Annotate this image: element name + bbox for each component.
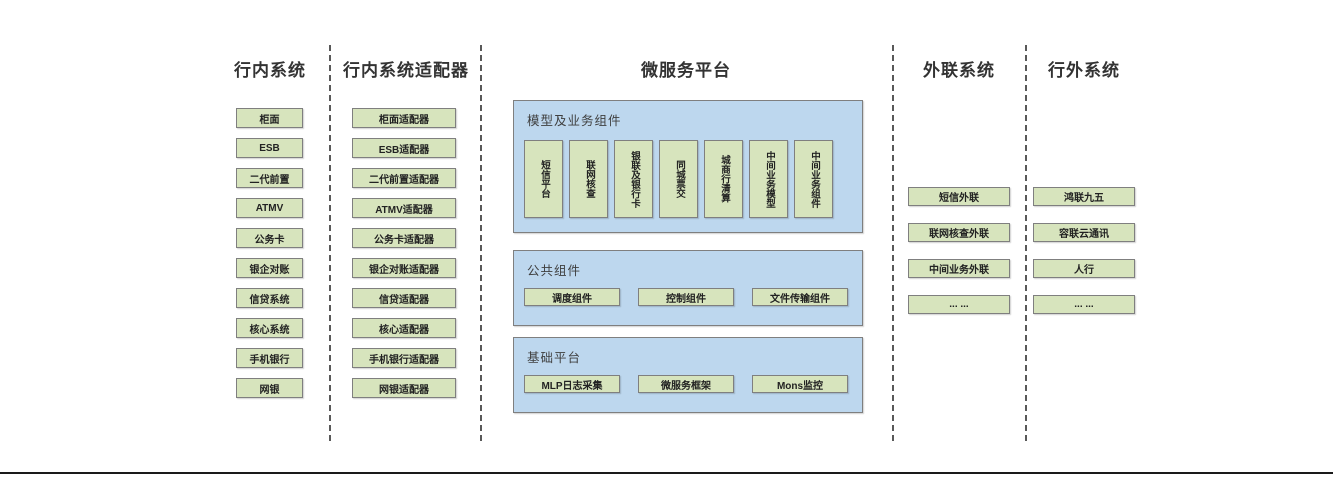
bottom-rule: [0, 472, 1333, 474]
column-separator-1: [329, 45, 331, 441]
external-systems-list: 鸿联九五容联云通讯人行 ... ...: [1033, 187, 1135, 314]
internal-system-box: 银企对账: [236, 258, 303, 278]
internal-adapters-list: 柜面适配器 ESB适配器二代前置适配器 ATMV适配器公务卡适配器银企对账适配器信贷…: [352, 108, 456, 398]
adapter-box: 信贷适配器: [352, 288, 456, 308]
internal-system-box: 公务卡: [236, 228, 303, 248]
internal-systems-list: 柜面 ESB 二代前置 ATMV 公务卡银企对账信贷系统核心系统手机银行网银: [236, 108, 303, 398]
adapter-box: ESB适配器: [352, 138, 456, 158]
panel-model-business-components: 模型及业务组件 短信平台联网核查银联及银行卡同城票交城商行清算中间业务模型中间业…: [513, 100, 863, 233]
common-components-list: 调度组件控制组件文件传输组件: [524, 288, 848, 306]
external-system-box: 鸿联九五: [1033, 187, 1135, 206]
column-separator-4: [1025, 45, 1027, 441]
column-header-outreach-systems: 外联系统: [923, 61, 995, 80]
component-box-vertical: 银联及银行卡: [614, 140, 653, 218]
base-platform-list: MLP日志采集微服务框架 Mons监控: [524, 375, 848, 393]
column-header-microservice-platform: 微服务平台: [641, 61, 731, 80]
panel-title: 基础平台: [527, 351, 582, 365]
column-separator-3: [892, 45, 894, 441]
column-header-internal-adapters: 行内系统适配器: [343, 61, 469, 80]
external-system-box: ... ...: [1033, 295, 1135, 314]
internal-system-box: 核心系统: [236, 318, 303, 338]
component-box: 调度组件: [524, 288, 620, 306]
panel-common-components: 公共组件 调度组件控制组件文件传输组件: [513, 250, 863, 326]
adapter-box: ATMV适配器: [352, 198, 456, 218]
outreach-system-box: 联网核查外联: [908, 223, 1010, 242]
outreach-systems-list: 短信外联联网核查外联中间业务外联 ... ...: [908, 187, 1010, 314]
external-system-box: 人行: [1033, 259, 1135, 278]
adapter-box: 网银适配器: [352, 378, 456, 398]
internal-system-box: 网银: [236, 378, 303, 398]
column-header-internal-systems: 行内系统: [234, 61, 306, 80]
component-box: 微服务框架: [638, 375, 734, 393]
external-system-box: 容联云通讯: [1033, 223, 1135, 242]
outreach-system-box: 短信外联: [908, 187, 1010, 206]
adapter-box: 银企对账适配器: [352, 258, 456, 278]
component-box: 控制组件: [638, 288, 734, 306]
column-separator-2: [480, 45, 482, 441]
component-box: Mons监控: [752, 375, 848, 393]
component-box-vertical: 中间业务模型: [749, 140, 788, 218]
component-box: 文件传输组件: [752, 288, 848, 306]
adapter-box: 柜面适配器: [352, 108, 456, 128]
outreach-system-box: 中间业务外联: [908, 259, 1010, 278]
component-box-vertical: 城商行清算: [704, 140, 743, 218]
internal-system-box: 二代前置: [236, 168, 303, 188]
internal-system-box: ATMV: [236, 198, 303, 218]
model-business-components-list: 短信平台联网核查银联及银行卡同城票交城商行清算中间业务模型中间业务组件: [524, 140, 833, 218]
adapter-box: 手机银行适配器: [352, 348, 456, 368]
adapter-box: 二代前置适配器: [352, 168, 456, 188]
internal-system-box: ESB: [236, 138, 303, 158]
panel-base-platform: 基础平台 MLP日志采集微服务框架 Mons监控: [513, 337, 863, 413]
column-header-external-systems: 行外系统: [1048, 61, 1120, 80]
component-box-vertical: 短信平台: [524, 140, 563, 218]
internal-system-box: 信贷系统: [236, 288, 303, 308]
internal-system-box: 手机银行: [236, 348, 303, 368]
component-box-vertical: 同城票交: [659, 140, 698, 218]
component-box-vertical: 联网核查: [569, 140, 608, 218]
internal-system-box: 柜面: [236, 108, 303, 128]
component-box: MLP日志采集: [524, 375, 620, 393]
component-box-vertical: 中间业务组件: [794, 140, 833, 218]
panel-title: 公共组件: [527, 264, 582, 278]
outreach-system-box: ... ...: [908, 295, 1010, 314]
panel-title: 模型及业务组件: [527, 114, 622, 128]
adapter-box: 核心适配器: [352, 318, 456, 338]
adapter-box: 公务卡适配器: [352, 228, 456, 248]
